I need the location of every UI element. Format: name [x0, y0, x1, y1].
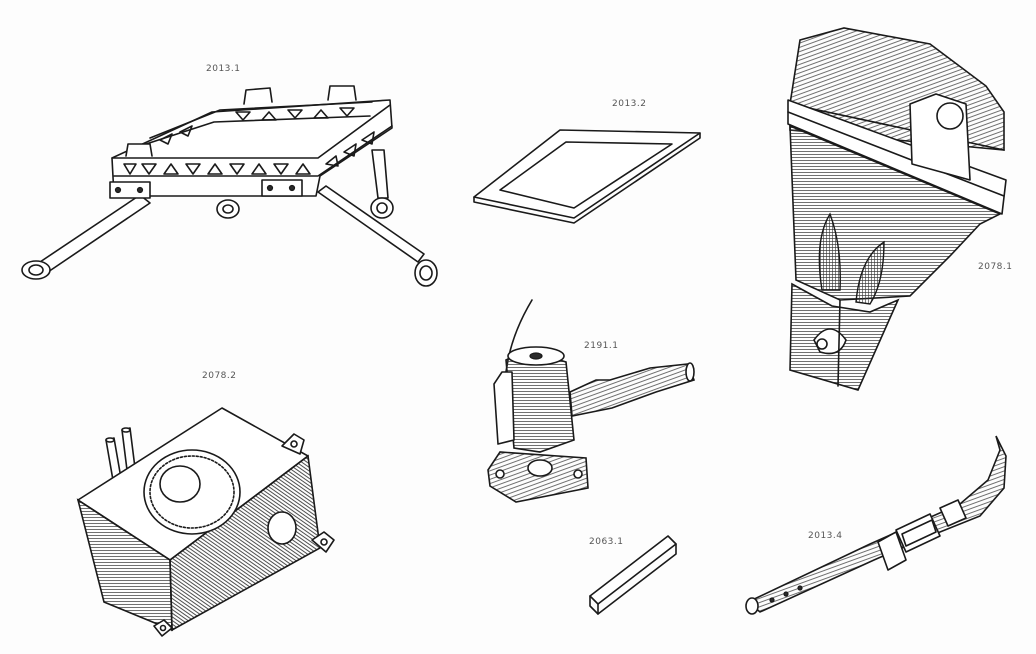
label-valve: 2191.1: [584, 341, 619, 351]
label-strap: 2013.4: [808, 531, 843, 541]
label-housing: 2078.1: [978, 262, 1013, 272]
label-box: 2078.2: [202, 371, 237, 381]
label-bar: 2063.1: [589, 537, 624, 547]
frame-legs: [21, 149, 438, 287]
frame-box: [109, 85, 393, 199]
label-gasket: 2013.2: [612, 99, 647, 109]
label-frame: 2013.1: [206, 64, 241, 74]
